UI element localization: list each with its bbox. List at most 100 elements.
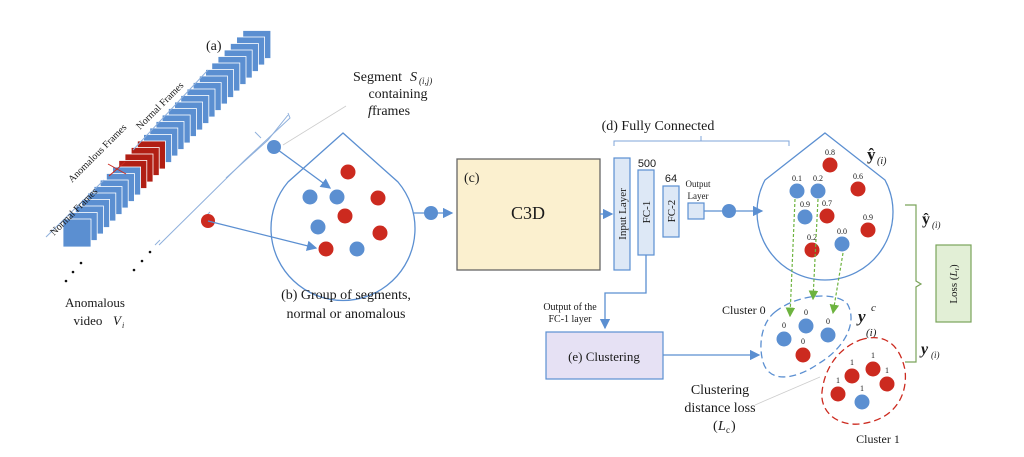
point-value-label: 0	[782, 321, 786, 330]
segment-sub: (i,j)	[419, 76, 432, 86]
loss-y-sub: (i)	[931, 350, 940, 360]
fc2-box	[662, 185, 680, 238]
group-caption-line1: (b) Group of segments,	[281, 288, 411, 303]
normal-point	[810, 183, 826, 199]
cluster0-boundary	[760, 295, 852, 378]
anomalous-point	[804, 242, 820, 258]
loss-box	[935, 244, 972, 323]
segment-bracket-lower	[158, 112, 291, 246]
fc1-output-line1: Output of the	[543, 302, 597, 313]
distance-loss-sub: c	[726, 425, 730, 435]
loss-yhat: ŷ	[922, 211, 930, 228]
anomalous-point	[865, 361, 881, 377]
predictions-sub: (i)	[877, 156, 887, 167]
fc1-label: FC-1	[641, 201, 653, 224]
point-value-label: 0.2	[807, 233, 817, 242]
cluster-yc-sub: (i)	[866, 327, 877, 339]
fc1-output-line2: FC-1 layer	[548, 314, 592, 325]
point-value-label: 0.8	[825, 148, 835, 157]
normal-point	[820, 327, 836, 343]
normal-point	[834, 236, 850, 252]
point-value-label: 0	[804, 308, 808, 317]
fc-title: (d) Fully Connected	[602, 119, 715, 134]
output-layer-label-2: Layer	[688, 191, 709, 201]
cluster0-points: 0 0 0 0	[776, 308, 836, 363]
anomalous-point	[850, 181, 866, 197]
frame-brackets	[45, 69, 291, 246]
point-value-label: 0	[801, 337, 805, 346]
fc1-size: 500	[638, 158, 656, 170]
distance-loss-close: )	[731, 419, 736, 434]
cluster-yc-sup: c	[871, 302, 876, 314]
anomalous-point	[822, 157, 838, 173]
bracket-normal-bottom	[45, 179, 105, 238]
loss-yhat-sub: (i)	[932, 220, 941, 230]
distance-loss-line2: distance loss	[684, 401, 755, 416]
normal-point	[776, 331, 792, 347]
input-layer-box	[613, 157, 631, 271]
video-caption-line1: Anomalous	[65, 295, 125, 310]
point-value-label: 0.6	[853, 172, 863, 181]
mapping-arrows	[785, 198, 844, 318]
fc2-size: 64	[665, 173, 677, 185]
cluster-yc: y	[856, 307, 866, 326]
point-value-label: 0.1	[792, 174, 802, 183]
anomalous-point	[879, 376, 895, 392]
normal-frame	[62, 218, 92, 248]
ellipsis-dots	[64, 250, 152, 283]
predictions-yhat: ŷ	[867, 145, 876, 164]
point-value-label: 1	[836, 376, 840, 385]
clustering-label: (e) Clustering	[568, 349, 640, 364]
loss-y: y	[919, 341, 929, 358]
predictions-shape	[756, 132, 894, 281]
point-value-label: 1	[885, 366, 889, 375]
segment-group-shape	[270, 132, 416, 302]
anomalous-point	[819, 208, 835, 224]
video-caption-line2: video	[74, 313, 103, 328]
normal-point	[798, 318, 814, 334]
loss-box-label: Loss (Lr)	[948, 264, 961, 304]
cluster1-boundary	[821, 337, 907, 425]
anomalous-point	[795, 347, 811, 363]
bracket-normal-top	[132, 69, 209, 151]
point-value-label: 1	[871, 351, 875, 360]
anomalous-point	[844, 368, 860, 384]
distance-loss-line1: Clustering	[691, 383, 749, 398]
distance-loss-var: L	[717, 419, 726, 434]
output-layer-label-1: Output	[685, 179, 711, 189]
output-point	[722, 204, 736, 218]
video-caption-sub: i	[122, 321, 124, 330]
anomalous-point	[830, 386, 846, 402]
point-value-label: 0.9	[800, 200, 810, 209]
point-value-label: 0.9	[863, 213, 873, 222]
prediction-points: 0.8 0.1 0.2 0.6 0.9 0.7 0.9 0.2 0.0	[789, 148, 876, 258]
cluster1-label: Cluster 1	[856, 432, 900, 446]
group-points	[302, 164, 388, 257]
arrow-normal-to-group	[273, 146, 332, 189]
video-caption-var: V	[113, 313, 123, 328]
arrow-fc1-to-clustering	[599, 255, 647, 330]
segment-prefix: Segment	[353, 70, 402, 85]
cluster0-label: Cluster 0	[722, 303, 766, 317]
point-value-label: 0.2	[813, 174, 823, 183]
label-a: (a)	[206, 39, 222, 54]
segment-line3-var: f	[368, 104, 374, 119]
segment-pointer-line	[282, 105, 347, 146]
normal-point	[789, 183, 805, 199]
arrow-anomalous-to-group	[207, 220, 318, 251]
group-caption-line2: normal or anomalous	[287, 307, 406, 322]
c3d-tag: (c)	[464, 171, 480, 186]
distance-loss-open: (	[713, 419, 718, 434]
point-value-label: 0.7	[822, 199, 832, 208]
point-value-label: 0.0	[837, 227, 847, 236]
input-layer-label: Input Layer	[617, 188, 629, 240]
fc2-label: FC-2	[666, 200, 678, 223]
point-value-label: 0	[826, 317, 830, 326]
group-output-point	[424, 206, 438, 220]
fc-bracket	[613, 136, 790, 146]
output-layer-box	[687, 202, 705, 220]
normal-point	[854, 394, 870, 410]
segment-line2: containing	[368, 87, 427, 102]
